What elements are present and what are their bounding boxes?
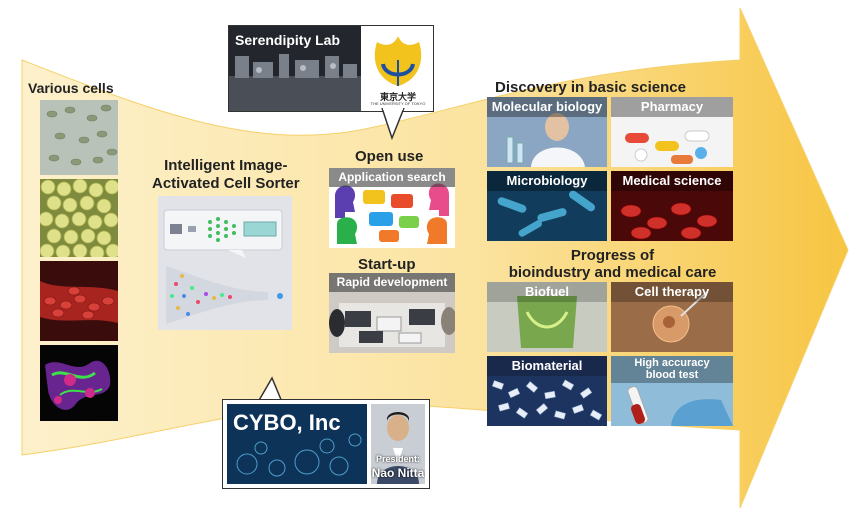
tile-label-biofuel: Biofuel xyxy=(487,282,607,302)
tile-molecular-biology: Molecular biology xyxy=(487,97,607,167)
university-logo: 東京大学 THE UNIVERSITY OF TOKYO xyxy=(367,30,429,108)
open-use-tile-label: Application search xyxy=(329,168,455,187)
tile-biomaterial: Biomaterial xyxy=(487,356,607,426)
cell-sorter-illustration xyxy=(158,196,292,330)
startup-tile-label: Rapid development xyxy=(329,273,455,292)
tile-blood-test: High accuracy blood test xyxy=(611,356,733,426)
serendipity-lab-callout: Serendipity Lab 東京大学 THE UNIVERSITY OF T… xyxy=(228,25,434,112)
president-name: Nao Nitta xyxy=(371,466,425,480)
cell-image-yeast xyxy=(40,179,118,257)
progress-title-line2: bioindustry and medical care xyxy=(508,264,717,281)
lab-photo: Serendipity Lab xyxy=(229,26,361,111)
person-portrait-icon xyxy=(371,404,425,484)
startup-tile: Rapid development xyxy=(329,273,455,353)
cell-image-sperm xyxy=(40,100,118,175)
cybo-label: CYBO, Inc xyxy=(233,410,341,435)
tile-label-molecular-biology: Molecular biology xyxy=(487,97,607,117)
progress-title: Progress of bioindustry and medical care xyxy=(500,247,725,281)
tile-microbiology: Microbiology xyxy=(487,171,607,241)
university-name-jp: 東京大学 xyxy=(379,93,416,103)
various-cells-title: Various cells xyxy=(28,80,114,96)
tile-label-blood-test: High accuracy blood test xyxy=(611,356,733,383)
progress-title-line1: Progress of xyxy=(570,247,655,264)
serendipity-lab-label: Serendipity Lab xyxy=(235,32,341,48)
tile-label-medical-science: Medical science xyxy=(611,171,733,191)
tile-pharmacy: Pharmacy xyxy=(611,97,733,167)
callout-pointer-top xyxy=(381,108,405,140)
tile-label-microbiology: Microbiology xyxy=(487,171,607,191)
sorter-title: Intelligent Image- Activated Cell Sorter xyxy=(152,157,300,193)
tile-medical-science: Medical science xyxy=(611,171,733,241)
tile-biofuel: Biofuel xyxy=(487,282,607,352)
cell-image-fluorescent xyxy=(40,345,118,421)
discovery-title: Discovery in basic science xyxy=(495,79,686,96)
cybo-callout: CYBO, Inc President: Nao Nitta xyxy=(222,399,430,489)
open-use-title: Open use xyxy=(355,148,424,165)
sorter-title-line1: Intelligent Image- xyxy=(164,157,288,174)
president-role: President: xyxy=(375,454,420,464)
callout-pointer-bottom xyxy=(257,376,283,402)
tile-label-pharmacy: Pharmacy xyxy=(611,97,733,117)
tile-cell-therapy: Cell therapy xyxy=(611,282,733,352)
president-photo: President: Nao Nitta xyxy=(371,404,425,484)
cybo-photo: CYBO, Inc xyxy=(227,404,367,484)
open-use-tile: Application search xyxy=(329,168,455,248)
startup-title: Start-up xyxy=(358,256,416,273)
cell-image-blood xyxy=(40,261,118,341)
ginkgo-logo-icon xyxy=(374,36,422,86)
tile-label-cell-therapy: Cell therapy xyxy=(611,282,733,302)
sorter-title-line2: Activated Cell Sorter xyxy=(152,175,300,192)
university-name-en: THE UNIVERSITY OF TOKYO xyxy=(370,101,426,106)
tile-label-biomaterial: Biomaterial xyxy=(487,356,607,376)
